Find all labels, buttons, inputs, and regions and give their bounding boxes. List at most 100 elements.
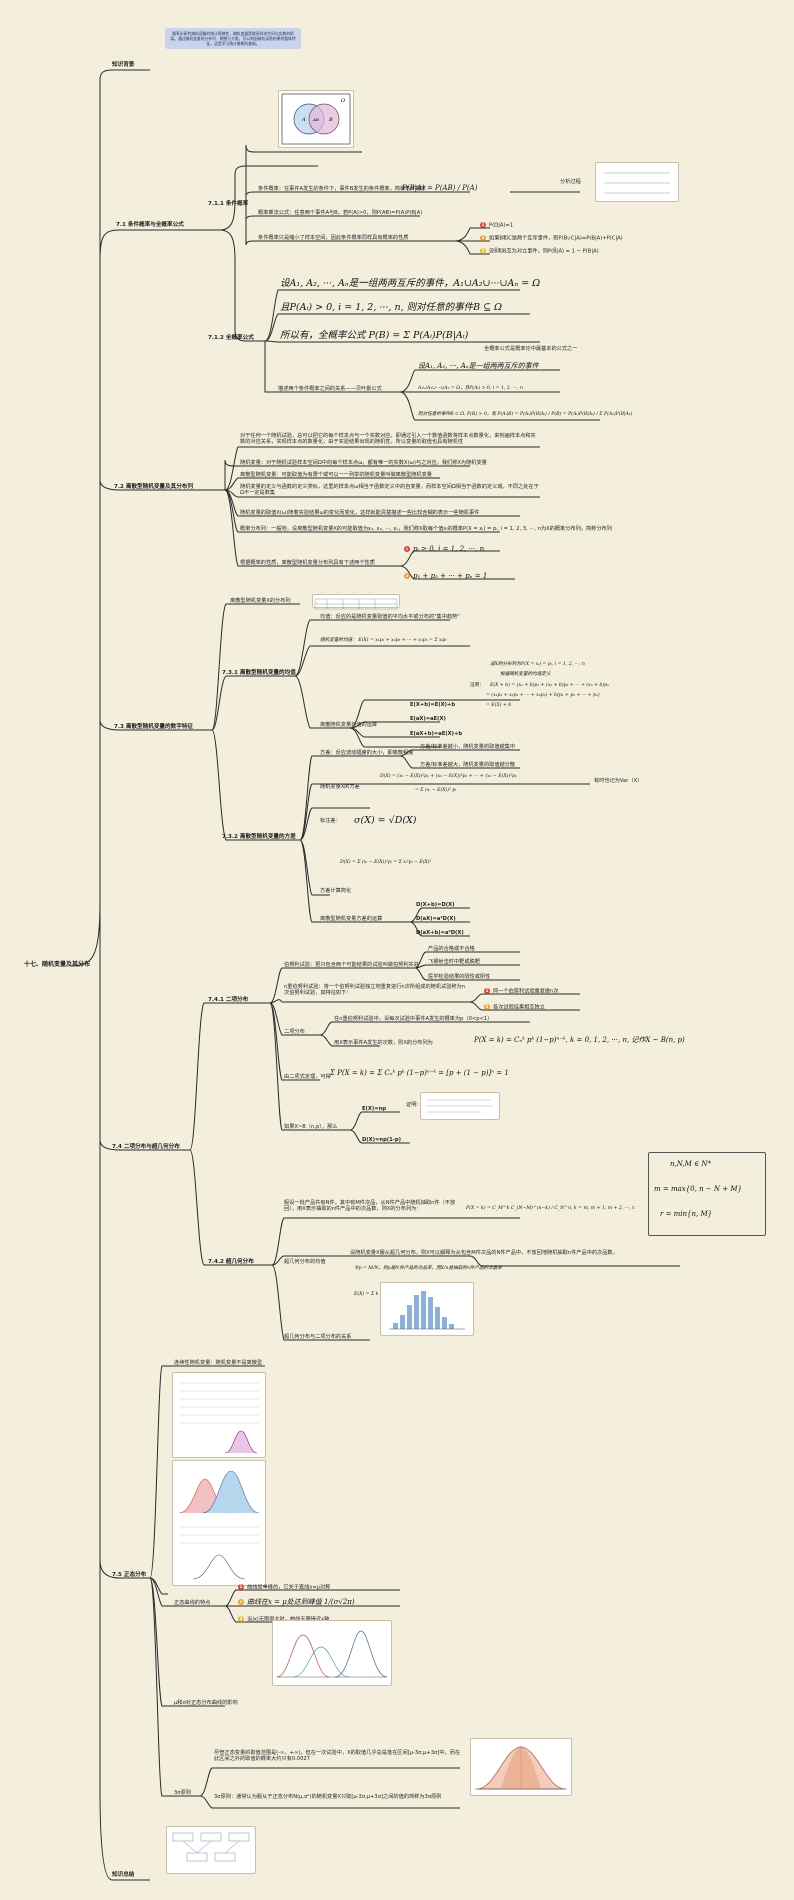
outro-label[interactable]: 知识总结 [112, 1872, 135, 1878]
mean-op-3[interactable]: E(aX+b)=aE(X)+b [410, 731, 463, 737]
svg-text:B: B [328, 117, 333, 123]
binomial-theorem-formula: Σ P(X = k) = Σ Cₙᵏ pᵏ (1−p)ⁿ⁻ᵏ = [p + (1… [330, 1069, 509, 1077]
var-small[interactable]: 方差/标准差越小，随机变量的取值越集中 [420, 744, 516, 750]
mult-rule[interactable]: 概率乘法公式：任意两个事件A与B，若P(A)>0，则P(AB)=P(A)P(B|… [258, 210, 423, 216]
var-simplify-label[interactable]: 方差计算简化 [320, 888, 352, 894]
dist-table-svg [314, 598, 398, 610]
total-prob-line-2: 且P(Aᵢ) > 0, i = 1, 2, ···, n, 则对任意的事件B ⊆… [280, 302, 502, 313]
cond-prob-def[interactable]: 条件概率：在事件A发生的条件下，事件B发生的条件概率，简称条件概率 [258, 186, 426, 192]
branch-s1 [99, 229, 220, 261]
binomial-mv-label[interactable]: 如果X~B（n,p），那么 [284, 1124, 338, 1130]
hypergeo-chart-image [380, 1282, 474, 1336]
binomial-mean[interactable]: E(X)=np [362, 1106, 387, 1112]
three-sigma-desc-2[interactable]: 3σ原则：通常认为服从于正态分布N(μ,σ²)的随机变量X只取[μ-3σ,μ+3… [214, 1794, 442, 1800]
var-label[interactable]: 随机变量X的方差 [320, 784, 360, 790]
normal-table-image [172, 1372, 266, 1458]
dist-props-label[interactable]: 根据概率的性质，离散型随机变量分布列具有下述两个性质 [240, 560, 375, 566]
subsection-7-3-2[interactable]: 7.3.2 离散型随机变量的方差 [222, 834, 296, 840]
bernoulli-def[interactable]: 伯努利试验：把只包含两个可能结果的试验叫做伯努利实验 [284, 962, 419, 968]
curve-feature-2-text: 曲线在x = μ处达到峰值 1/(σ√2π) [247, 1598, 355, 1606]
binomial-desc[interactable]: 在n重伯努利试验中，设每次试验中事件A发生的概率为p（0<p<1） [334, 1016, 493, 1022]
binomial-var[interactable]: D(X)=np(1-p) [362, 1137, 402, 1143]
hypergeo-cond-2: m = max{0, n − N + M} [654, 1185, 742, 1193]
total-prob-note[interactable]: 全概率公式是概率论中最基本的公式之一 [484, 346, 578, 352]
rv-intro[interactable]: 对于任何一个随机试验，总可以把它的每个样本点与一个实数对应，即通过引入一个数值函… [240, 433, 536, 446]
std-label[interactable]: 标注差： [320, 818, 341, 824]
subsection-7-1-2[interactable]: 7.1.2 全概率公式 [208, 335, 254, 341]
normal-curve-features[interactable]: 正态曲线的特点 [174, 1600, 211, 1606]
subsection-7-3-1[interactable]: 7.3.1 离散型随机变量的均值 [222, 670, 296, 676]
var-op-2[interactable]: D(aX)=a²D(X) [416, 916, 456, 922]
hypergeo-mean-label[interactable]: 超几何分布的均值 [284, 1259, 326, 1265]
rv-value-change[interactable]: 随机变量的取值X(ω)随着实验结果ω的变化而变化，这样就能清楚描述一些比较含糊的… [240, 510, 480, 516]
bernoulli-ex-3[interactable]: 医学检验结果的阳性或阴性 [428, 974, 491, 980]
mean-formula[interactable]: 随机变量的均值： E(X) = x₁p₁ + x₂p₂ + ··· + xₙpₙ… [320, 638, 447, 643]
prob-distribution-def[interactable]: 概率分布列：一般地，设离散型随机变量X的可能取值为x₁, x₂, ···, xₙ… [240, 526, 612, 532]
binomial-x[interactable]: 用X表示事件A发生的次数，则X的分布列为 [334, 1040, 433, 1046]
bayes-label[interactable]: 描述两个条件概率之间的关系——贝叶斯公式 [278, 386, 382, 392]
var-def[interactable]: 方差：反应波动幅度的大小，即离散程度 [320, 750, 414, 756]
three-sigma-label[interactable]: 3σ原则 [174, 1790, 191, 1796]
hypergeo-chart-svg [389, 1291, 465, 1330]
branch-s4 [99, 1139, 190, 1151]
bernoulli-ex-1[interactable]: 产品的合格或不合格 [428, 946, 475, 952]
curve-feature-3[interactable]: 3当|x|无限增大时，曲线无限接近x轴 [238, 1616, 329, 1623]
section-7-2[interactable]: 7.2 离散型随机变量及其分布列 [114, 484, 193, 490]
subsection-7-4-1[interactable]: 7.4.1 二项分布 [208, 997, 249, 1003]
section-7-5[interactable]: 7.5 正态分布 [112, 1572, 147, 1578]
mean-def[interactable]: 均值：反应的是随机变量取值的平均水平或分布的"集中趋势" [320, 614, 460, 620]
n-bernoulli-def[interactable]: n重伯努利试验：将一个伯努利试验独立地重复进行n次所组成的随机试验称为n次伯努利… [284, 984, 466, 997]
n-bernoulli-feature-2-text: 各次试验结果相互独立 [493, 1004, 545, 1011]
svg-text:A: A [301, 117, 306, 123]
intro-label[interactable]: 知识背景 [112, 62, 135, 68]
hypergeo-binomial-relation[interactable]: 超几何分布与二项分布的关系 [284, 1334, 352, 1340]
three-sigma-desc-1[interactable]: 尽管正态变量的取值范围是(-∞，+∞)，但在一次试验中，X的取值几乎总是落在区间… [214, 1750, 461, 1763]
badge-nb-1: 1 [484, 988, 490, 994]
section-7-3[interactable]: 7.3 离散型随机变量的数字特征 [114, 724, 193, 730]
cond-prob-props[interactable]: 条件概率只是缩小了样本空间，因此条件概率同样具有概率的性质 [258, 235, 409, 241]
badge-1: 1 [480, 222, 486, 228]
subsection-7-4-2[interactable]: 7.4.2 超几何分布 [208, 1259, 254, 1265]
analysis-label[interactable]: 分析过程 [560, 179, 581, 185]
mu-sigma-effect[interactable]: μ和σ对正态分布曲线的影响 [174, 1700, 238, 1706]
binomial-formula: P(X = k) = Cₙᵏ pᵏ (1−p)ⁿ⁻ᵏ, k = 0, 1, 2,… [474, 1036, 685, 1044]
mean-op-1[interactable]: E(X+b)=E(X)+b [410, 702, 456, 708]
binomial-label[interactable]: 二项分布 [284, 1029, 305, 1035]
var-note[interactable]: 有时也记为Var（X） [594, 778, 643, 784]
var-large[interactable]: 方差/标准差越大，随机变量的取值越分散 [420, 762, 516, 768]
bernoulli-ex-2[interactable]: 飞镖射击时中靶或脱靶 [428, 959, 480, 965]
section-7-4[interactable]: 7.4 二项分布与超几何分布 [112, 1144, 180, 1150]
discrete-rv-def[interactable]: 离散型随机变量：可能取值为有限个或可以一一列举的随机变量叫做离散型随机变量 [240, 472, 432, 478]
n-bernoulli-feature-1-text: 同一个伯努利试验重复做n次 [493, 988, 559, 995]
var-formula-2: = Σ (xᵢ − E(X))² pᵢ [415, 788, 457, 793]
hypergeo-mean-desc[interactable]: 设随机变量X服从超几何分布，则X可以解释为从包含M件次品的N件产品中，不放回地随… [350, 1250, 618, 1256]
var-op-3[interactable]: D(aX+b)=a²D(X) [416, 930, 464, 936]
var-op-1[interactable]: D(X+b)=D(X) [416, 902, 455, 908]
section-7-1[interactable]: 7.1 条件概率与全概率公式 [116, 222, 184, 228]
badge-2: 2 [480, 235, 486, 241]
venn-diagram: A AB B Ω [278, 90, 354, 148]
mean-ops-label[interactable]: 离散随机变量均值的运算 [320, 722, 378, 728]
hypergeo-formula: P(X = k) = C_M^k C_(N−M)^(n−k) / C_N^n, … [466, 1206, 636, 1211]
var-ops-label[interactable]: 离散型随机变量方差的运算 [320, 916, 383, 922]
rv-function-analogy[interactable]: 随机变量的定义与函数的定义类似，这里的样本点ω相当于函数定义中的自变量，而样本空… [240, 484, 539, 497]
rv-def[interactable]: 随机变量：对于随机试验样本空间Ω中的每个样本点ω，都有唯一的实数X(ω)与之对应… [240, 460, 487, 466]
subsection-7-1-1[interactable]: 7.1.1 条件概率 [208, 201, 249, 207]
root-topic[interactable]: 十七、随机变量及其分布 [24, 961, 91, 968]
badge-dist-2: 2 [404, 573, 410, 579]
dist-table-label[interactable]: 离散型随机变量X的分布列 [230, 598, 291, 604]
binomial-theorem-label[interactable]: 由二项式定理，可得 [284, 1074, 331, 1080]
var-simplify-formula: D(X) = Σ (xᵢ − E(X))²pᵢ = Σ xᵢ²pᵢ − E(X)… [340, 860, 432, 865]
mean-op-2[interactable]: E(aX)=aE(X) [410, 716, 446, 722]
hypergeo-def[interactable]: 假设一批产品共有N件，其中有M件次品，从N件产品中随机抽取n件（不放回），用X表… [284, 1200, 456, 1213]
continuous-rv-def[interactable]: 连续性随机变量：随机变量不是离散型 [174, 1360, 263, 1366]
